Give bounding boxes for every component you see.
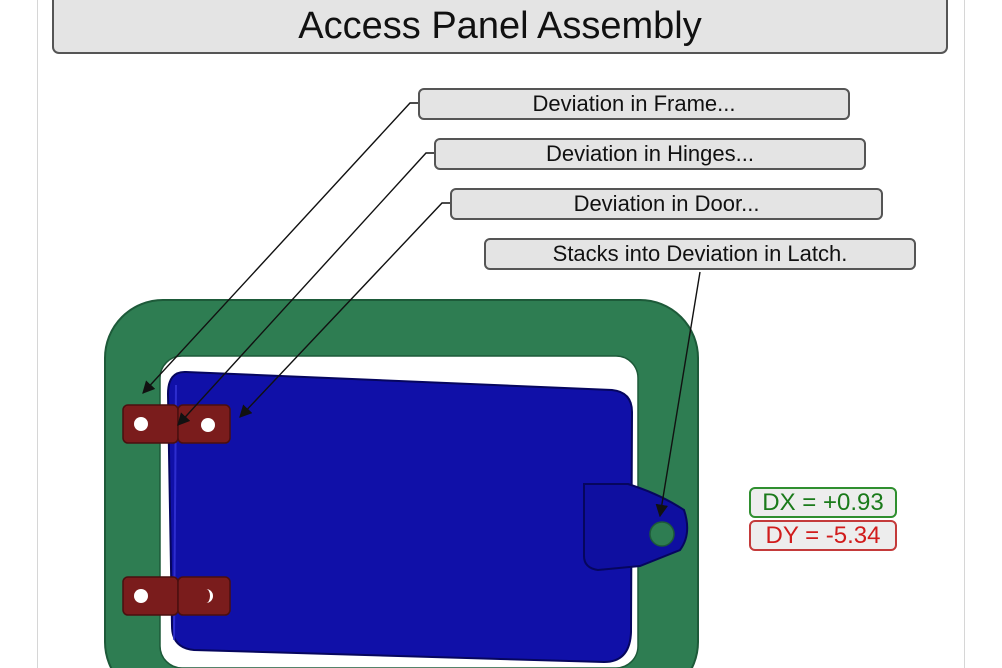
callout-hinges: Deviation in Hinges... (434, 138, 866, 170)
latch-hole (649, 521, 675, 547)
page-title: Access Panel Assembly (52, 0, 948, 54)
leader-latch (655, 271, 701, 518)
leader-hinges (177, 152, 436, 426)
dy-readout: DY = -5.34 (749, 520, 897, 551)
callout-frame: Deviation in Frame... (418, 88, 850, 120)
leader-door (239, 202, 452, 418)
dx-readout: DX = +0.93 (749, 487, 897, 518)
door-part[interactable] (166, 370, 634, 664)
hinge-top[interactable] (122, 404, 231, 444)
callout-latch: Stacks into Deviation in Latch. (484, 238, 916, 270)
hinge-bottom[interactable] (122, 576, 231, 616)
callout-door: Deviation in Door... (450, 188, 883, 220)
leader-lines (142, 102, 701, 518)
leader-frame (142, 102, 420, 394)
